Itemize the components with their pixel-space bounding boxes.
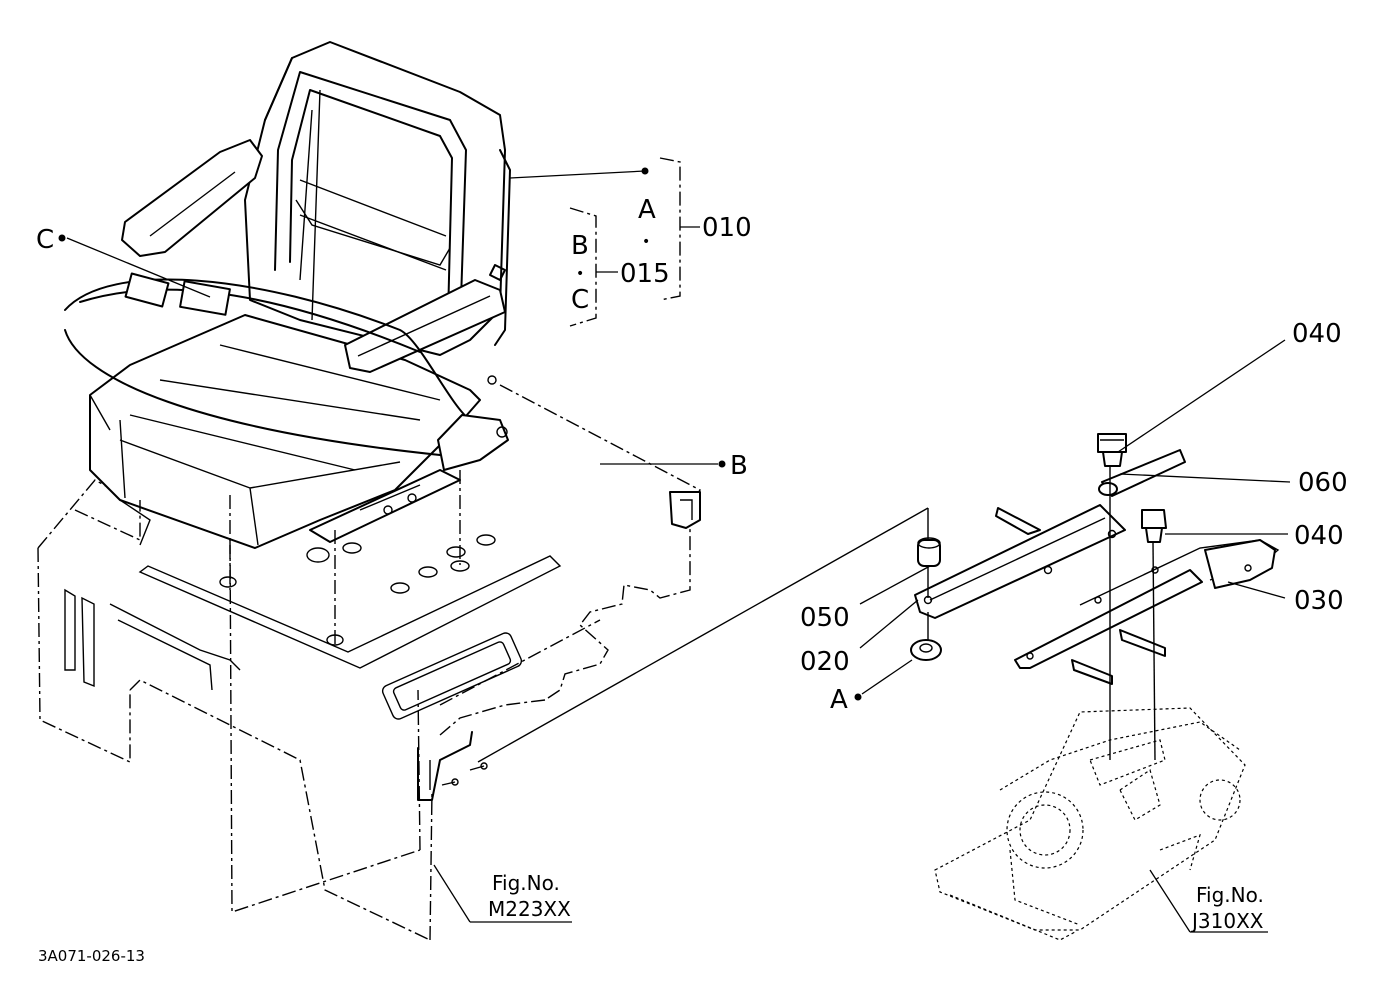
group-sep-a: •: [642, 234, 650, 250]
callout-060: 060: [1298, 468, 1348, 498]
callout-030: 030: [1294, 586, 1344, 616]
fig-ref-1-line2: M223XX: [488, 897, 571, 921]
fig-ref-2-line1: Fig.No.: [1196, 883, 1264, 907]
callout-050: 050: [800, 603, 850, 633]
drawing-code: 3A071-026-13: [38, 947, 145, 965]
fig-ref-1-line1: Fig.No.: [492, 871, 560, 895]
seat-assembly: [64, 41, 701, 645]
transmission-housing: [934, 707, 1246, 941]
group-sep-b: •: [576, 266, 584, 282]
callout-020: 020: [800, 647, 850, 677]
callout-040-mid: 040: [1294, 521, 1344, 551]
leader-lines: [58, 167, 1291, 933]
group-ref-c: C: [571, 285, 589, 315]
group-ref-a: A: [638, 195, 656, 225]
callout-010: 010: [702, 213, 752, 243]
group-brackets: [569, 157, 700, 327]
mark-a: A: [830, 685, 848, 715]
callout-015: 015: [620, 259, 670, 289]
mark-c: C: [36, 225, 54, 255]
callout-040-top: 040: [1292, 319, 1342, 349]
seat-bracket-group: [477, 433, 1280, 763]
labels: 010 015 040 060 040 030 050 020 A • B • …: [36, 195, 1348, 965]
fender-panel: [37, 384, 702, 941]
fig-ref-2-line2: J310XX: [1190, 909, 1264, 933]
mark-b: B: [730, 451, 748, 481]
group-ref-b: B: [571, 231, 589, 261]
